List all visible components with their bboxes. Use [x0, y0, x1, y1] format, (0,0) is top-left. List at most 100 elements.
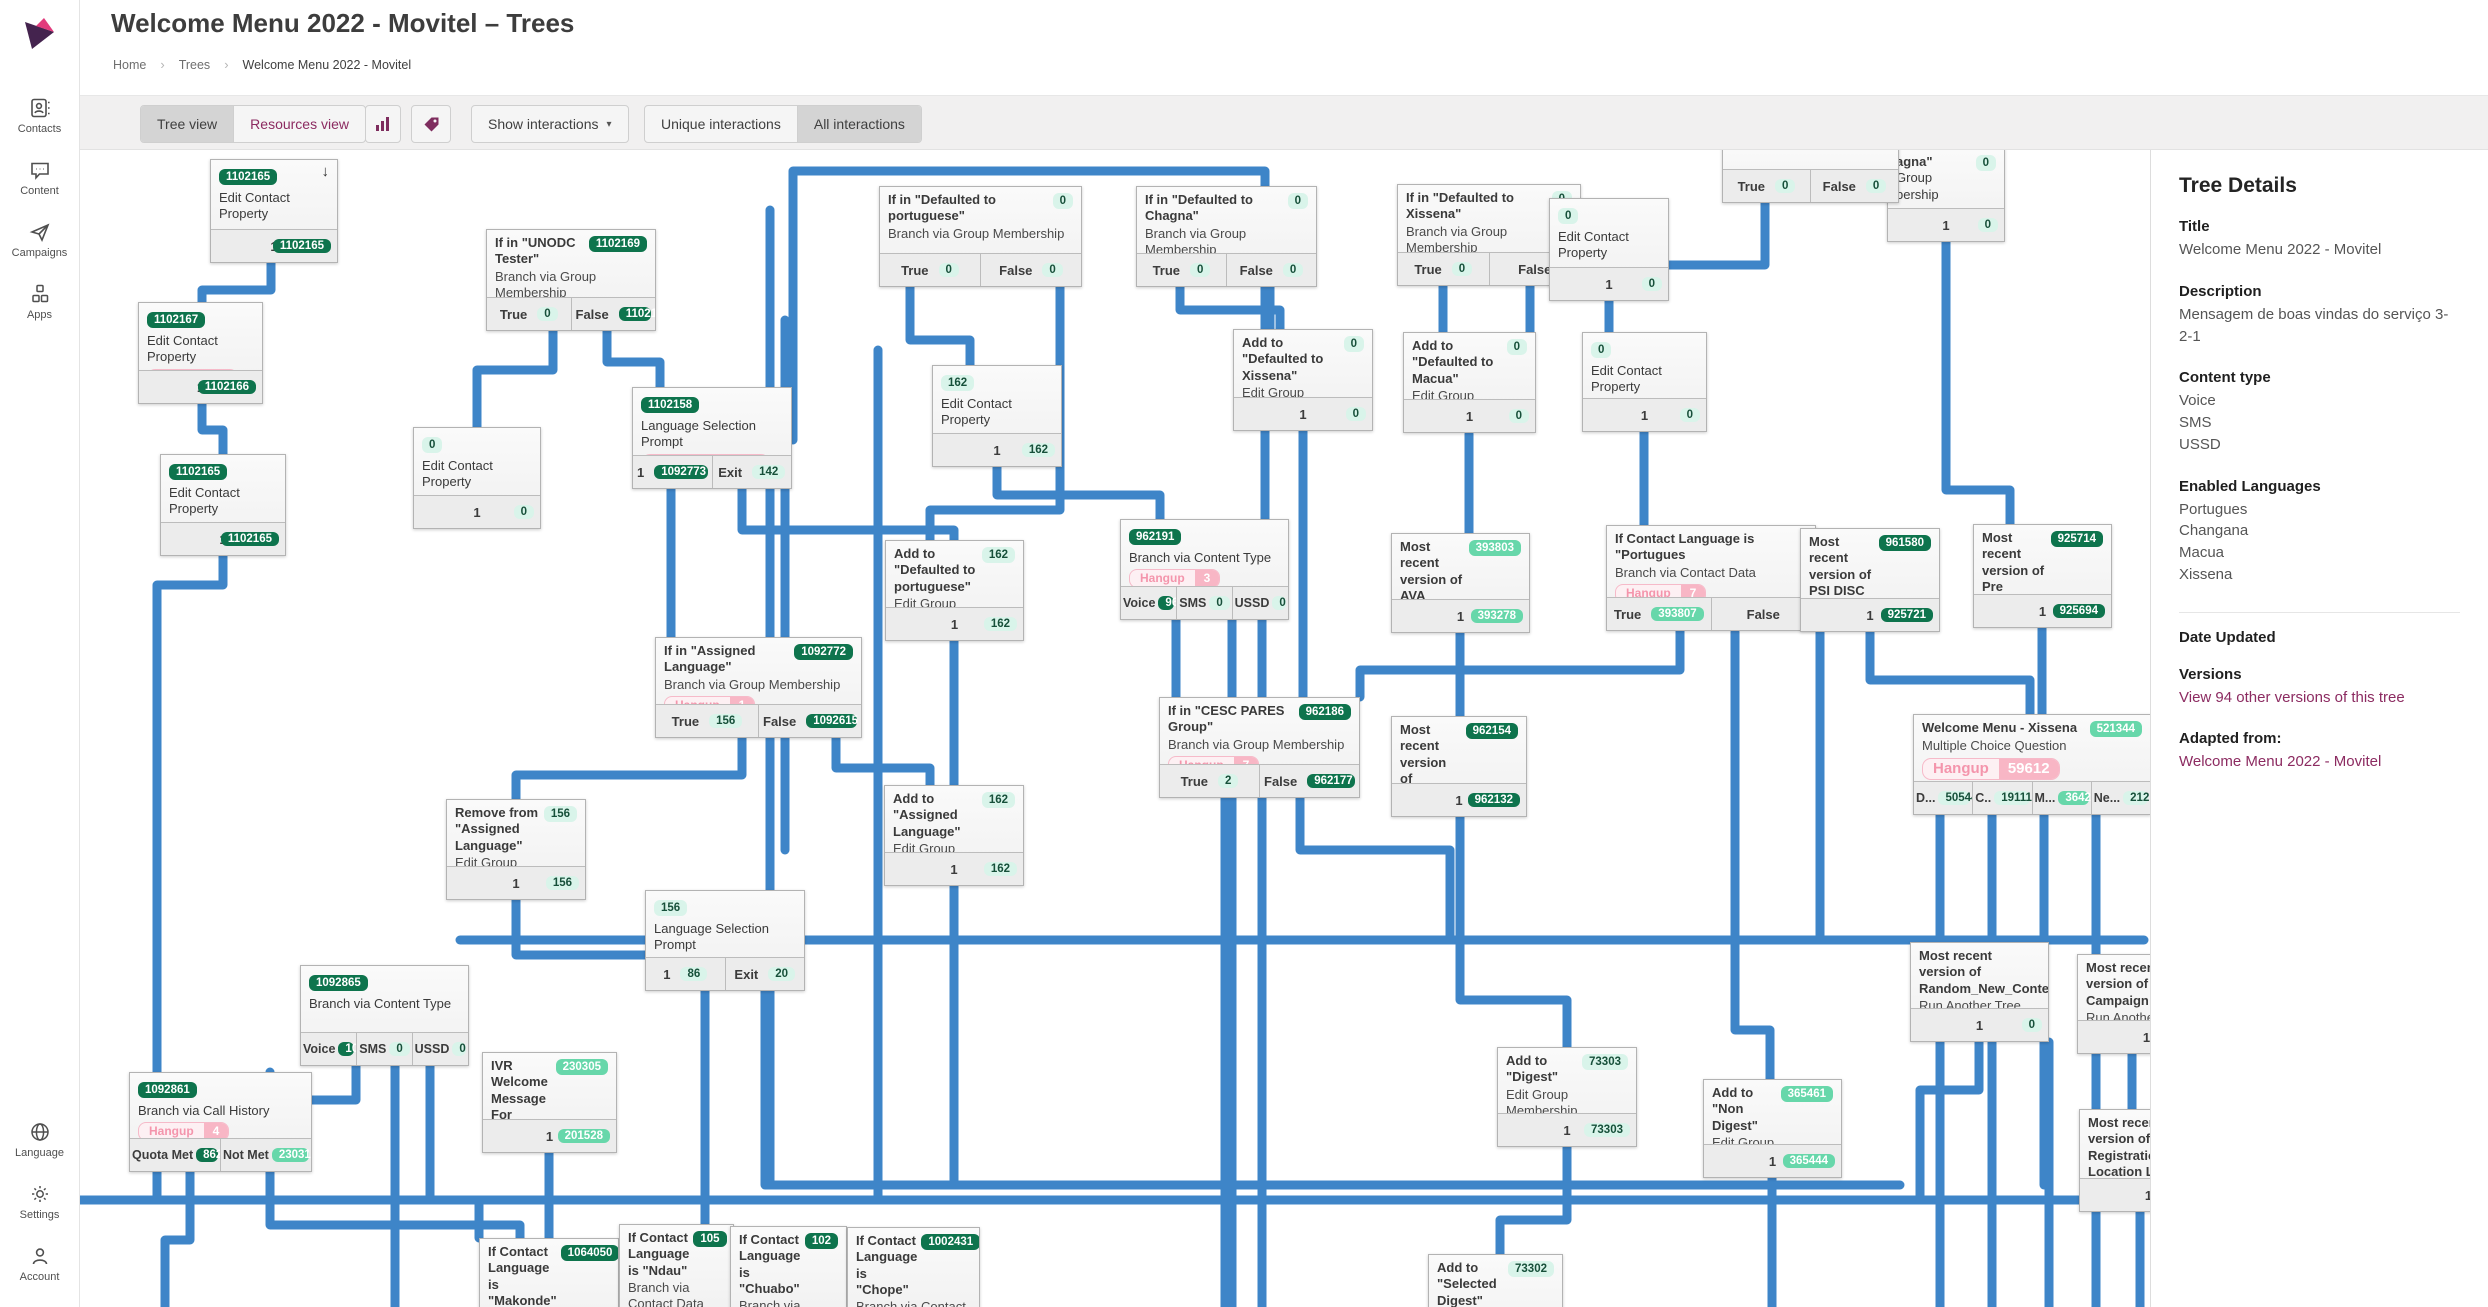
sidebar-item-account[interactable]: Account [0, 1245, 79, 1283]
adapted-from-link[interactable]: Welcome Menu 2022 - Movitel [2179, 753, 2382, 771]
tags-button[interactable] [411, 105, 451, 143]
node-run-psi-disc[interactable]: Most recent version of PSI DISC 2.0 Surv… [1800, 528, 1940, 632]
sidebar-item-contacts[interactable]: Contacts [0, 97, 79, 135]
node-exit[interactable]: C..19111 [1972, 782, 2032, 814]
node-exit[interactable]: Quota Met862538 [130, 1139, 220, 1171]
breadcrumb-trees[interactable]: Trees [178, 57, 211, 72]
node-run-random-new-content[interactable]: Most recent version of Random_New_Conten… [1910, 942, 2049, 1042]
sidebar-item-content[interactable]: Content [0, 159, 79, 197]
node-exit[interactable]: Voice1092865 [301, 1033, 356, 1065]
node-exit[interactable]: D...50544 [1914, 782, 1972, 814]
stats-button[interactable] [365, 105, 401, 143]
download-arrow-icon[interactable]: ↓ [321, 163, 330, 180]
node-exit[interactable]: Ne...212 [2090, 782, 2150, 814]
node-exit[interactable]: 11102165 [161, 523, 285, 555]
versions-link[interactable]: View 94 other versions of this tree [2179, 688, 2405, 706]
node-exit[interactable]: Voice962188 [1121, 587, 1176, 619]
node-run-pre-welcome[interactable]: Most recent version of Pre Welcome Menu9… [1973, 524, 2112, 628]
resources-view-button[interactable]: Resources view [233, 106, 365, 142]
node-exit[interactable]: 1 [2078, 1021, 2150, 1053]
sidebar-item-settings[interactable]: Settings [0, 1183, 79, 1221]
node-if-language-makonde[interactable]: If Contact Language is "Makonde"1064050B… [479, 1238, 619, 1307]
node-exit[interactable]: 11102165 [211, 230, 337, 262]
all-interactions-button[interactable]: All interactions [796, 106, 921, 142]
show-interactions-dropdown[interactable]: Show interactions ▾ [471, 105, 629, 143]
unique-interactions-button[interactable]: Unique interactions [661, 116, 781, 132]
node-ivr-welcome-message[interactable]: IVR Welcome Message For Active Users2303… [482, 1052, 617, 1153]
node-exit[interactable]: False [1710, 598, 1816, 630]
node-exit[interactable]: False [1488, 253, 1581, 285]
node-add-selected-digest[interactable]: Add to "Selected Digest" (Expires after7… [1428, 1254, 1563, 1307]
sidebar-item-campaigns[interactable]: Campaigns [0, 221, 79, 259]
node-exit[interactable]: False1102169 [570, 298, 655, 330]
node-run-unodc-tester[interactable]: Most recent version of UNODC tester96215… [1391, 716, 1527, 817]
tree-view-button[interactable]: Tree view [141, 106, 234, 142]
node-run-unicef-campaign[interactable]: Most recent version of UNICEF Campaign T… [2077, 954, 2150, 1054]
